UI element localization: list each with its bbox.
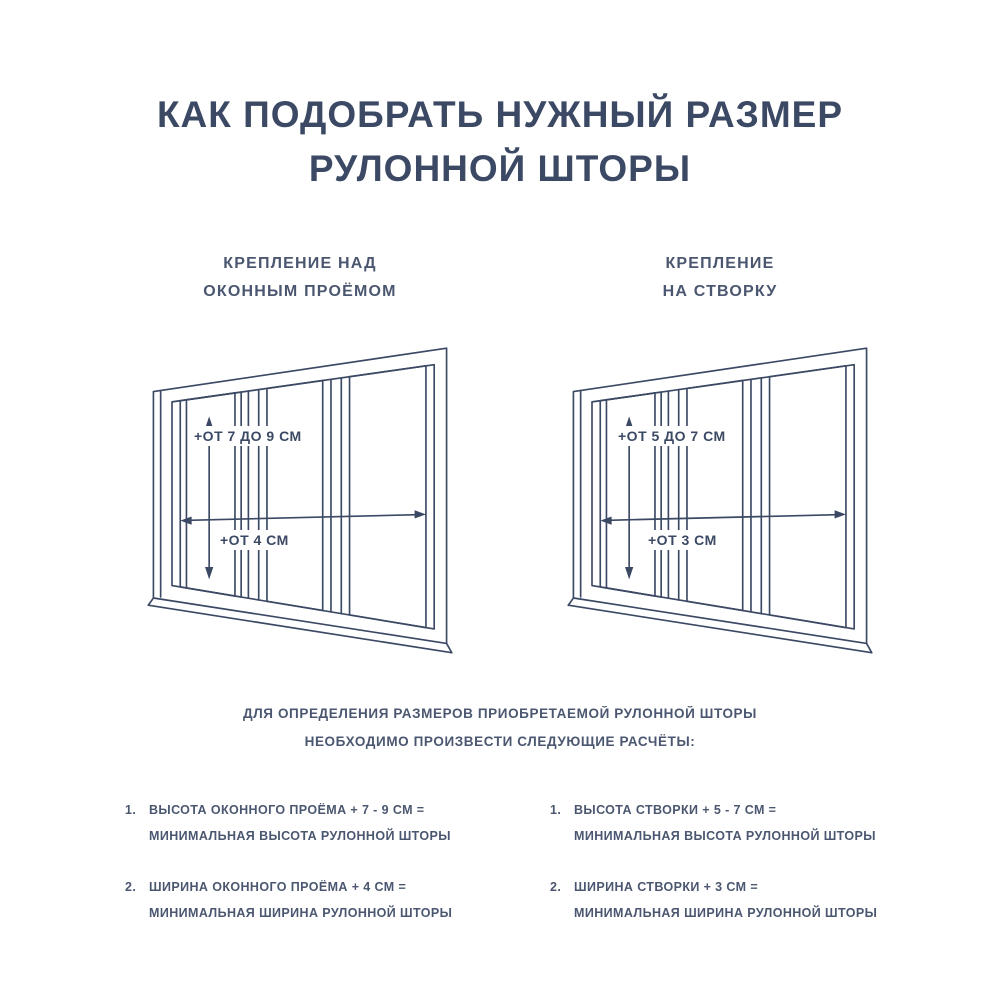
item-line-1: ШИРИНА ОКОННОГО ПРОЁМА + 4 СМ = [149,880,407,895]
width-allowance-label-right: +ОТ 3 СМ [643,530,722,550]
right-heading-line-2: НА СТВОРКУ [662,283,778,300]
section-heading-left: КРЕПЛЕНИЕ НАД ОКОННЫМ ПРОЁМОМ [115,250,485,306]
item-line-1: ВЫСОТА СТВОРКИ + 5 - 7 СМ = [574,803,777,817]
intro-line-2: НЕОБХОДИМО ПРОИЗВЕСТИ СЛЕДУЮЩИЕ РАСЧЁТЫ: [304,734,696,750]
section-heading-right: КРЕПЛЕНИЕ НА СТВОРКУ [540,250,900,306]
height-allowance-label-left: +ОТ 7 ДО 9 СМ [189,426,307,446]
item-line-1: ВЫСОТА ОКОННОГО ПРОЁМА + 7 - 9 СМ = [149,803,425,817]
window-diagram-right: +ОТ 5 ДО 7 СМ +ОТ 3 СМ [565,342,875,662]
title-line-1: КАК ПОДОБРАТЬ НУЖНЫЙ РАЗМЕР [156,94,844,135]
intro-line-1: ДЛЯ ОПРЕДЕЛЕНИЯ РАЗМЕРОВ ПРИОБРЕТАЕМОЙ Р… [243,706,757,721]
calc-item: 1. ВЫСОТА СТВОРКИ + 5 - 7 СМ = МИНИМАЛЬН… [550,798,900,849]
page-title: КАК ПОДОБРАТЬ НУЖНЫЙ РАЗМЕР РУЛОННОЙ ШТО… [0,88,1000,195]
item-text: ШИРИНА СТВОРКИ + 3 СМ = МИНИМАЛЬНАЯ ШИРИ… [574,875,900,926]
title-line-2: РУЛОННОЙ ШТОРЫ [308,147,692,189]
item-number: 2. [550,880,562,895]
item-number: 1. [550,803,562,817]
calc-list-left: 1. ВЫСОТА ОКОННОГО ПРОЁМА + 7 - 9 СМ = М… [125,798,475,953]
calc-item: 2. ШИРИНА СТВОРКИ + 3 СМ = МИНИМАЛЬНАЯ Ш… [550,875,900,926]
window-diagram-left: +ОТ 7 ДО 9 СМ +ОТ 4 СМ [145,342,455,662]
item-text: ВЫСОТА ОКОННОГО ПРОЁМА + 7 - 9 СМ = МИНИ… [149,798,475,849]
item-line-2: МИНИМАЛЬНАЯ ШИРИНА РУЛОННОЙ ШТОРЫ [574,905,878,920]
left-heading-line-1: КРЕПЛЕНИЕ НАД [223,255,377,272]
item-line-2: МИНИМАЛЬНАЯ ВЫСОТА РУЛОННОЙ ШТОРЫ [574,828,876,843]
intro-text: ДЛЯ ОПРЕДЕЛЕНИЯ РАЗМЕРОВ ПРИОБРЕТАЕМОЙ Р… [0,700,1000,757]
window-drawing-left [145,342,455,662]
calc-item: 2. ШИРИНА ОКОННОГО ПРОЁМА + 4 СМ = МИНИМ… [125,875,475,926]
calc-item: 1. ВЫСОТА ОКОННОГО ПРОЁМА + 7 - 9 СМ = М… [125,798,475,849]
item-text: ВЫСОТА СТВОРКИ + 5 - 7 СМ = МИНИМАЛЬНАЯ … [574,798,900,849]
height-allowance-label-right: +ОТ 5 ДО 7 СМ [613,426,731,446]
window-drawing-right [565,342,875,662]
calc-list-right: 1. ВЫСОТА СТВОРКИ + 5 - 7 СМ = МИНИМАЛЬН… [550,798,900,953]
item-text: ШИРИНА ОКОННОГО ПРОЁМА + 4 СМ = МИНИМАЛЬ… [149,875,475,926]
section-mount-above-opening: КРЕПЛЕНИЕ НАД ОКОННЫМ ПРОЁМОМ +ОТ 7 ДО 9… [115,250,485,662]
item-line-2: МИНИМАЛЬНАЯ ШИРИНА РУЛОННОЙ ШТОРЫ [149,905,453,920]
item-line-1: ШИРИНА СТВОРКИ + 3 СМ = [574,880,759,895]
item-number: 1. [125,803,137,817]
right-heading-line-1: КРЕПЛЕНИЕ [665,255,775,272]
item-line-2: МИНИМАЛЬНАЯ ВЫСОТА РУЛОННОЙ ШТОРЫ [149,828,451,843]
section-mount-on-sash: КРЕПЛЕНИЕ НА СТВОРКУ +ОТ 5 ДО 7 СМ +ОТ 3… [540,250,900,662]
left-heading-line-2: ОКОННЫМ ПРОЁМОМ [203,283,397,300]
width-allowance-label-left: +ОТ 4 СМ [215,530,294,550]
item-number: 2. [125,880,137,895]
